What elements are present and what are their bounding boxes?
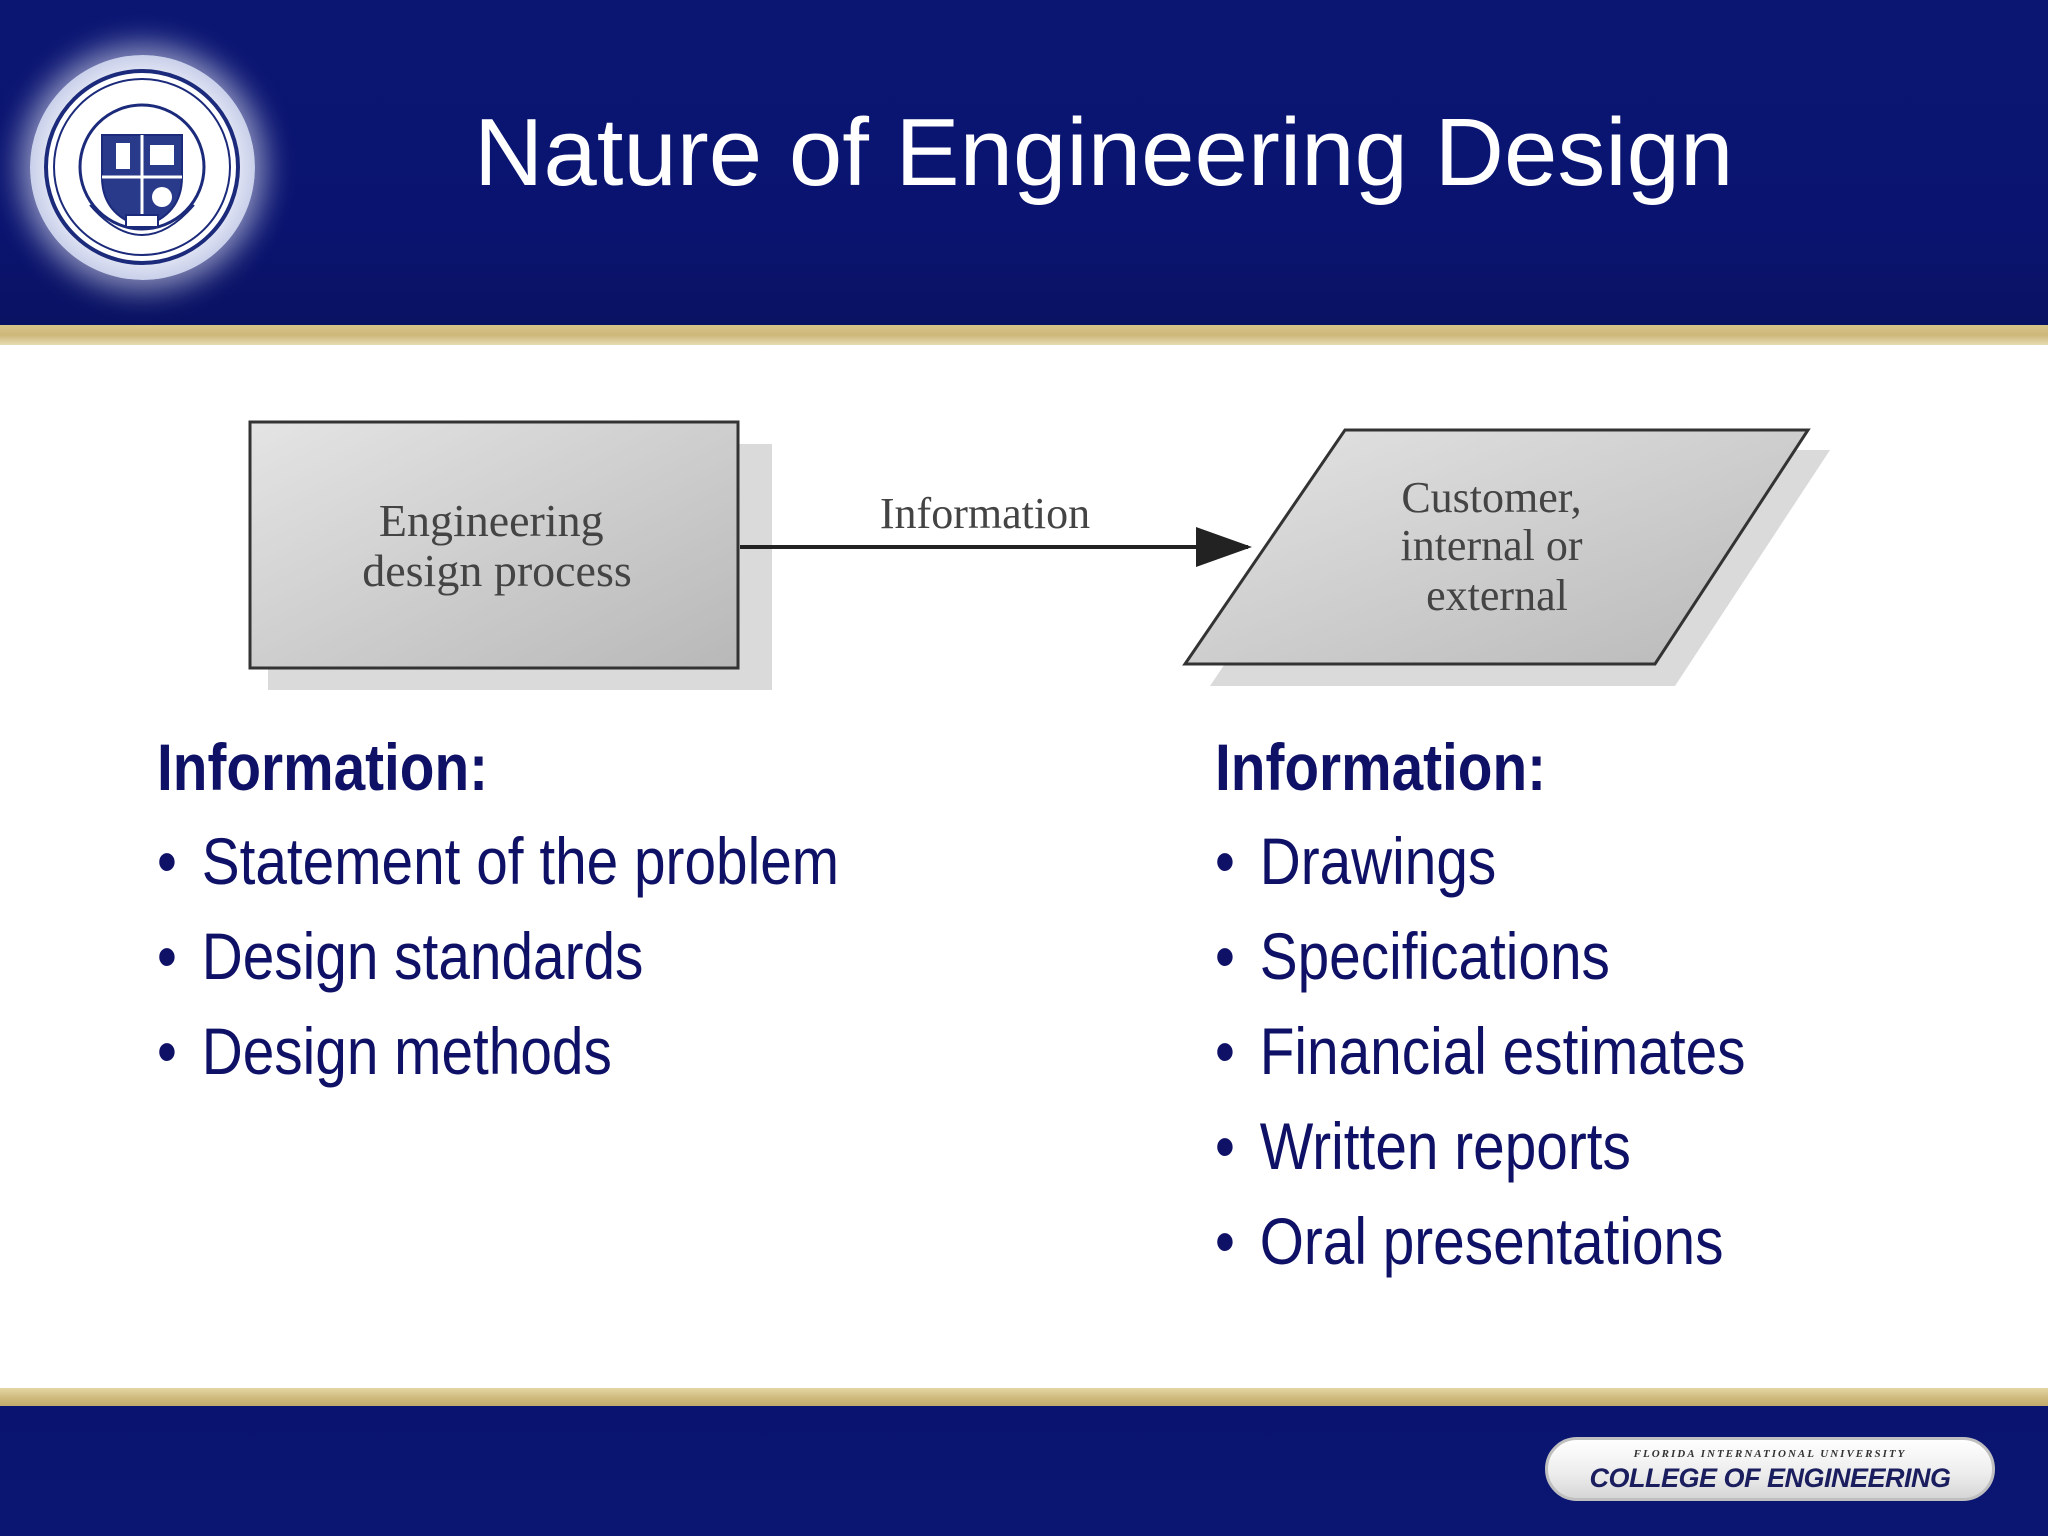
list-item-text: Statement of the problem xyxy=(201,824,840,898)
list-item: •Specifications xyxy=(1215,919,1610,993)
list-item-text: Design methods xyxy=(201,1014,612,1088)
list-item: •Written reports xyxy=(1215,1109,1631,1183)
college-badge-logo: FLORIDA INTERNATIONAL UNIVERSITY COLLEGE… xyxy=(1545,1437,1995,1501)
left-info-column: Information: •Statement of the problem •… xyxy=(157,720,950,1099)
header-gold-rule xyxy=(0,325,2048,345)
list-item: •Statement of the problem xyxy=(157,824,840,898)
list-item: •Design methods xyxy=(157,1014,612,1088)
list-item-text: Written reports xyxy=(1259,1109,1631,1183)
list-item-text: Specifications xyxy=(1259,919,1610,993)
source-box-label: Engineering design process xyxy=(362,495,632,596)
list-item: •Oral presentations xyxy=(1215,1204,1724,1278)
list-item: •Design standards xyxy=(157,919,644,993)
flow-diagram: Engineering design process Information C… xyxy=(248,420,1830,690)
right-heading: Information: xyxy=(1215,730,1547,804)
list-item: •Drawings xyxy=(1215,824,1497,898)
footer-gold-rule xyxy=(0,1388,2048,1406)
list-item-text: Oral presentations xyxy=(1259,1204,1724,1278)
list-item-text: Drawings xyxy=(1259,824,1497,898)
left-heading: Information: xyxy=(157,730,489,804)
badge-college-text: COLLEGE OF ENGINEERING xyxy=(1589,1463,1951,1493)
page-title: Nature of Engineering Design xyxy=(474,99,1734,206)
university-seal-icon xyxy=(30,55,255,280)
right-list: •Drawings •Specifications •Financial est… xyxy=(1215,814,1832,1289)
list-item-text: Financial estimates xyxy=(1259,1014,1746,1088)
arrow-label: Information xyxy=(880,489,1090,538)
badge-university-text: FLORIDA INTERNATIONAL UNIVERSITY xyxy=(1633,1448,1907,1460)
left-list: •Statement of the problem •Design standa… xyxy=(157,814,950,1099)
target-box xyxy=(1182,428,1811,666)
target-box-label: Customer, internal or external xyxy=(1400,473,1593,620)
header-bar: Nature of Engineering Design xyxy=(0,0,2048,325)
list-item: •Financial estimates xyxy=(1215,1014,1746,1088)
right-info-column: Information: •Drawings •Specifications •… xyxy=(1215,720,1832,1289)
list-item-text: Design standards xyxy=(201,919,644,993)
source-box xyxy=(248,420,740,670)
